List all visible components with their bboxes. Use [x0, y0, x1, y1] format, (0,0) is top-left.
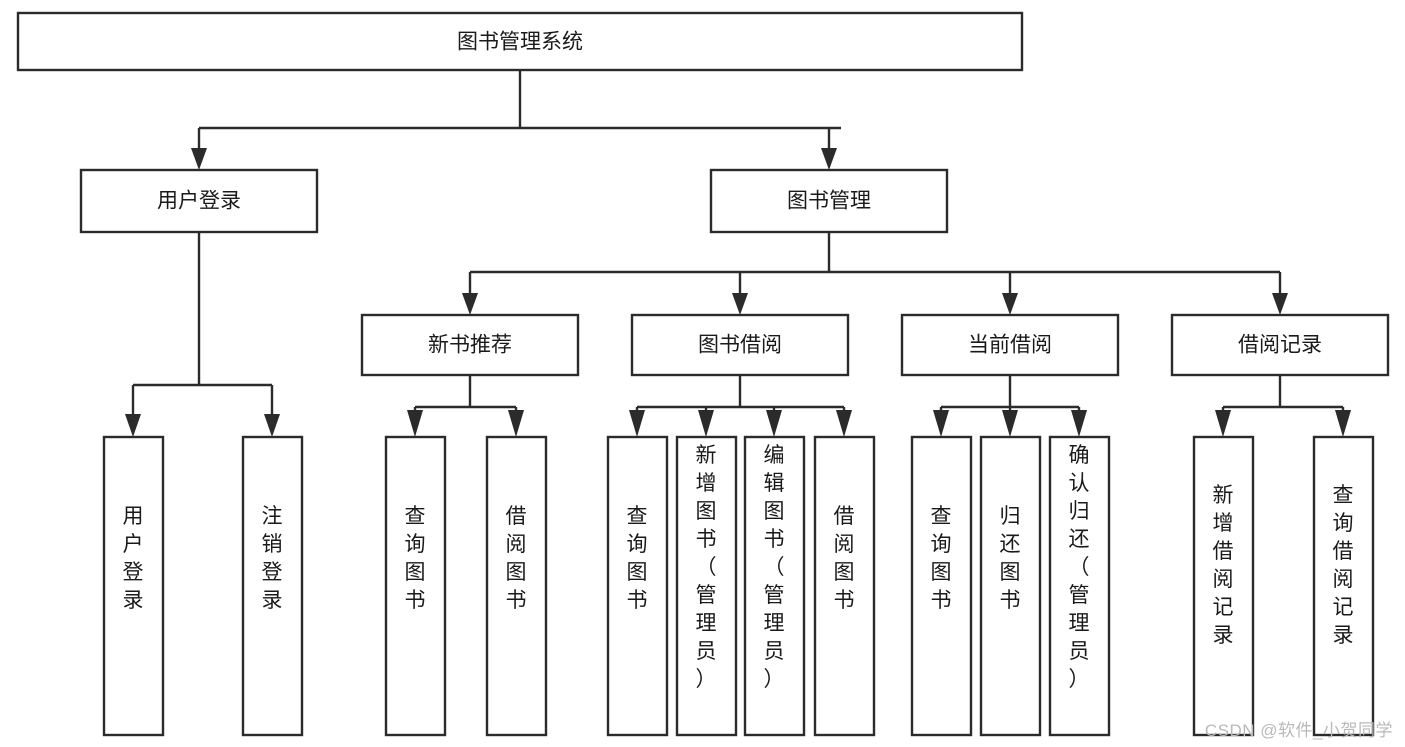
node-leaf-user-login[interactable]: 用户登录 — [102, 435, 165, 737]
node-leaf-query-record[interactable]: 查询借阅记录 — [1312, 435, 1375, 737]
arrow-head-bb-leaf4 — [836, 410, 852, 437]
connector-root-to-level1 — [191, 70, 841, 170]
node-current-borrow[interactable]: 当前借阅 — [900, 313, 1120, 377]
node-leaf-edit-book-box[interactable] — [743, 435, 806, 737]
node-leaf-query-book-1[interactable]: 查询图书 — [384, 435, 447, 737]
node-leaf-add-record-label: 新增借阅记录 — [1213, 484, 1234, 647]
connector-borrow-record-to-leaves — [1215, 375, 1351, 437]
node-borrow-record-box[interactable] — [1170, 313, 1390, 377]
node-leaf-borrow-book-1-box[interactable] — [485, 435, 548, 737]
node-new-book-recommend[interactable]: 新书推荐 — [360, 313, 580, 377]
node-leaf-user-login-label: 用户登录 — [123, 505, 144, 612]
node-leaf-confirm-return-box[interactable] — [1048, 435, 1111, 737]
node-user-login-box[interactable] — [79, 168, 319, 234]
node-leaf-query-record-label: 查询借阅记录 — [1333, 484, 1354, 647]
arrow-head-ul-leaf1 — [125, 414, 141, 437]
arrow-head-book-borrow — [732, 293, 748, 315]
node-leaf-user-logout-box[interactable] — [241, 435, 304, 737]
node-leaf-borrow-book-2-label: 借阅图书 — [834, 505, 855, 612]
connector-new-book-to-leaves — [407, 375, 524, 437]
arrow-head-bb-leaf2 — [698, 410, 714, 437]
node-leaf-query-record-box[interactable] — [1312, 435, 1375, 737]
node-book-manage[interactable]: 图书管理 — [709, 168, 949, 234]
node-leaf-query-book-2-box[interactable] — [606, 435, 669, 737]
node-user-login[interactable]: 用户登录 — [79, 168, 319, 234]
arrow-head-bb-leaf1 — [629, 410, 645, 437]
arrow-head-bb-leaf3 — [766, 410, 782, 437]
node-leaf-borrow-book-1-label: 借阅图书 — [506, 505, 527, 612]
node-leaf-edit-book-label: 编辑图书（管理员） — [764, 444, 785, 691]
connector-user-login-to-leaves — [125, 232, 280, 437]
node-leaf-edit-book[interactable]: 编辑图书（管理员） — [743, 435, 806, 737]
arrow-head-ul-leaf2 — [264, 414, 280, 437]
node-leaf-query-book-2-label: 查询图书 — [627, 505, 648, 612]
node-leaf-add-record-box[interactable] — [1192, 435, 1255, 737]
node-book-borrow-box[interactable] — [630, 313, 850, 377]
node-book-manage-box[interactable] — [709, 168, 949, 234]
node-borrow-record-label: 借阅记录 — [1238, 334, 1322, 357]
node-current-borrow-box[interactable] — [900, 313, 1120, 377]
arrow-head-br-leaf1 — [1215, 410, 1231, 437]
node-leaf-add-book-label: 新增图书（管理员） — [696, 444, 717, 691]
node-leaf-query-book-1-box[interactable] — [384, 435, 447, 737]
node-root-label: 图书管理系统 — [457, 31, 583, 54]
arrow-head-cb-leaf3 — [1071, 410, 1087, 437]
node-user-login-label: 用户登录 — [157, 190, 241, 213]
node-leaf-add-book-box[interactable] — [675, 435, 738, 737]
arrow-head-borrow-record — [1272, 293, 1288, 315]
node-leaf-return-book-box[interactable] — [979, 435, 1042, 737]
arrow-head-new-book-recommend — [462, 293, 478, 315]
connector-book-manage-to-level2 — [462, 232, 1288, 315]
node-leaf-borrow-book-1[interactable]: 借阅图书 — [485, 435, 548, 737]
node-book-manage-label: 图书管理 — [787, 190, 871, 213]
node-leaf-query-book-3-box[interactable] — [910, 435, 973, 737]
node-leaf-return-book[interactable]: 归还图书 — [979, 435, 1042, 737]
arrow-head-br-leaf2 — [1335, 410, 1351, 437]
node-borrow-record[interactable]: 借阅记录 — [1170, 313, 1390, 377]
arrow-head-book-manage — [821, 148, 837, 170]
node-new-book-recommend-label: 新书推荐 — [428, 334, 512, 357]
node-new-book-recommend-box[interactable] — [360, 313, 580, 377]
node-leaf-user-logout[interactable]: 注销登录 — [241, 435, 304, 737]
node-leaf-query-book-1-label: 查询图书 — [405, 505, 426, 612]
node-current-borrow-label: 当前借阅 — [968, 334, 1052, 357]
node-leaf-add-record[interactable]: 新增借阅记录 — [1192, 435, 1255, 737]
node-book-borrow[interactable]: 图书借阅 — [630, 313, 850, 377]
node-root-box[interactable] — [16, 11, 1024, 72]
node-leaf-confirm-return-label: 确认归还（管理员） — [1069, 444, 1090, 691]
node-leaf-borrow-book-2-box[interactable] — [813, 435, 876, 737]
arrow-head-cb-leaf2 — [1002, 410, 1018, 437]
node-leaf-user-logout-label: 注销登录 — [262, 505, 283, 612]
node-leaf-user-login-box[interactable] — [102, 435, 165, 737]
arrow-head-nb-leaf1 — [407, 410, 423, 437]
connector-book-borrow-to-leaves — [629, 375, 852, 437]
arrow-head-user-login — [191, 148, 207, 170]
node-leaf-query-book-2[interactable]: 查询图书 — [606, 435, 669, 737]
node-book-borrow-label: 图书借阅 — [698, 334, 782, 357]
connector-current-borrow-to-leaves — [933, 375, 1087, 437]
node-leaf-confirm-return[interactable]: 确认归还（管理员） — [1048, 435, 1111, 737]
node-leaf-add-book[interactable]: 新增图书（管理员） — [675, 435, 738, 737]
arrow-head-cb-leaf1 — [933, 410, 949, 437]
arrow-head-nb-leaf2 — [508, 410, 524, 437]
node-root[interactable]: 图书管理系统 — [16, 11, 1024, 72]
node-leaf-return-book-label: 归还图书 — [1000, 505, 1021, 612]
node-leaf-query-book-3[interactable]: 查询图书 — [910, 435, 973, 737]
arrow-head-current-borrow — [1002, 293, 1018, 315]
node-leaf-query-book-3-label: 查询图书 — [931, 505, 952, 612]
node-leaf-borrow-book-2[interactable]: 借阅图书 — [813, 435, 876, 737]
